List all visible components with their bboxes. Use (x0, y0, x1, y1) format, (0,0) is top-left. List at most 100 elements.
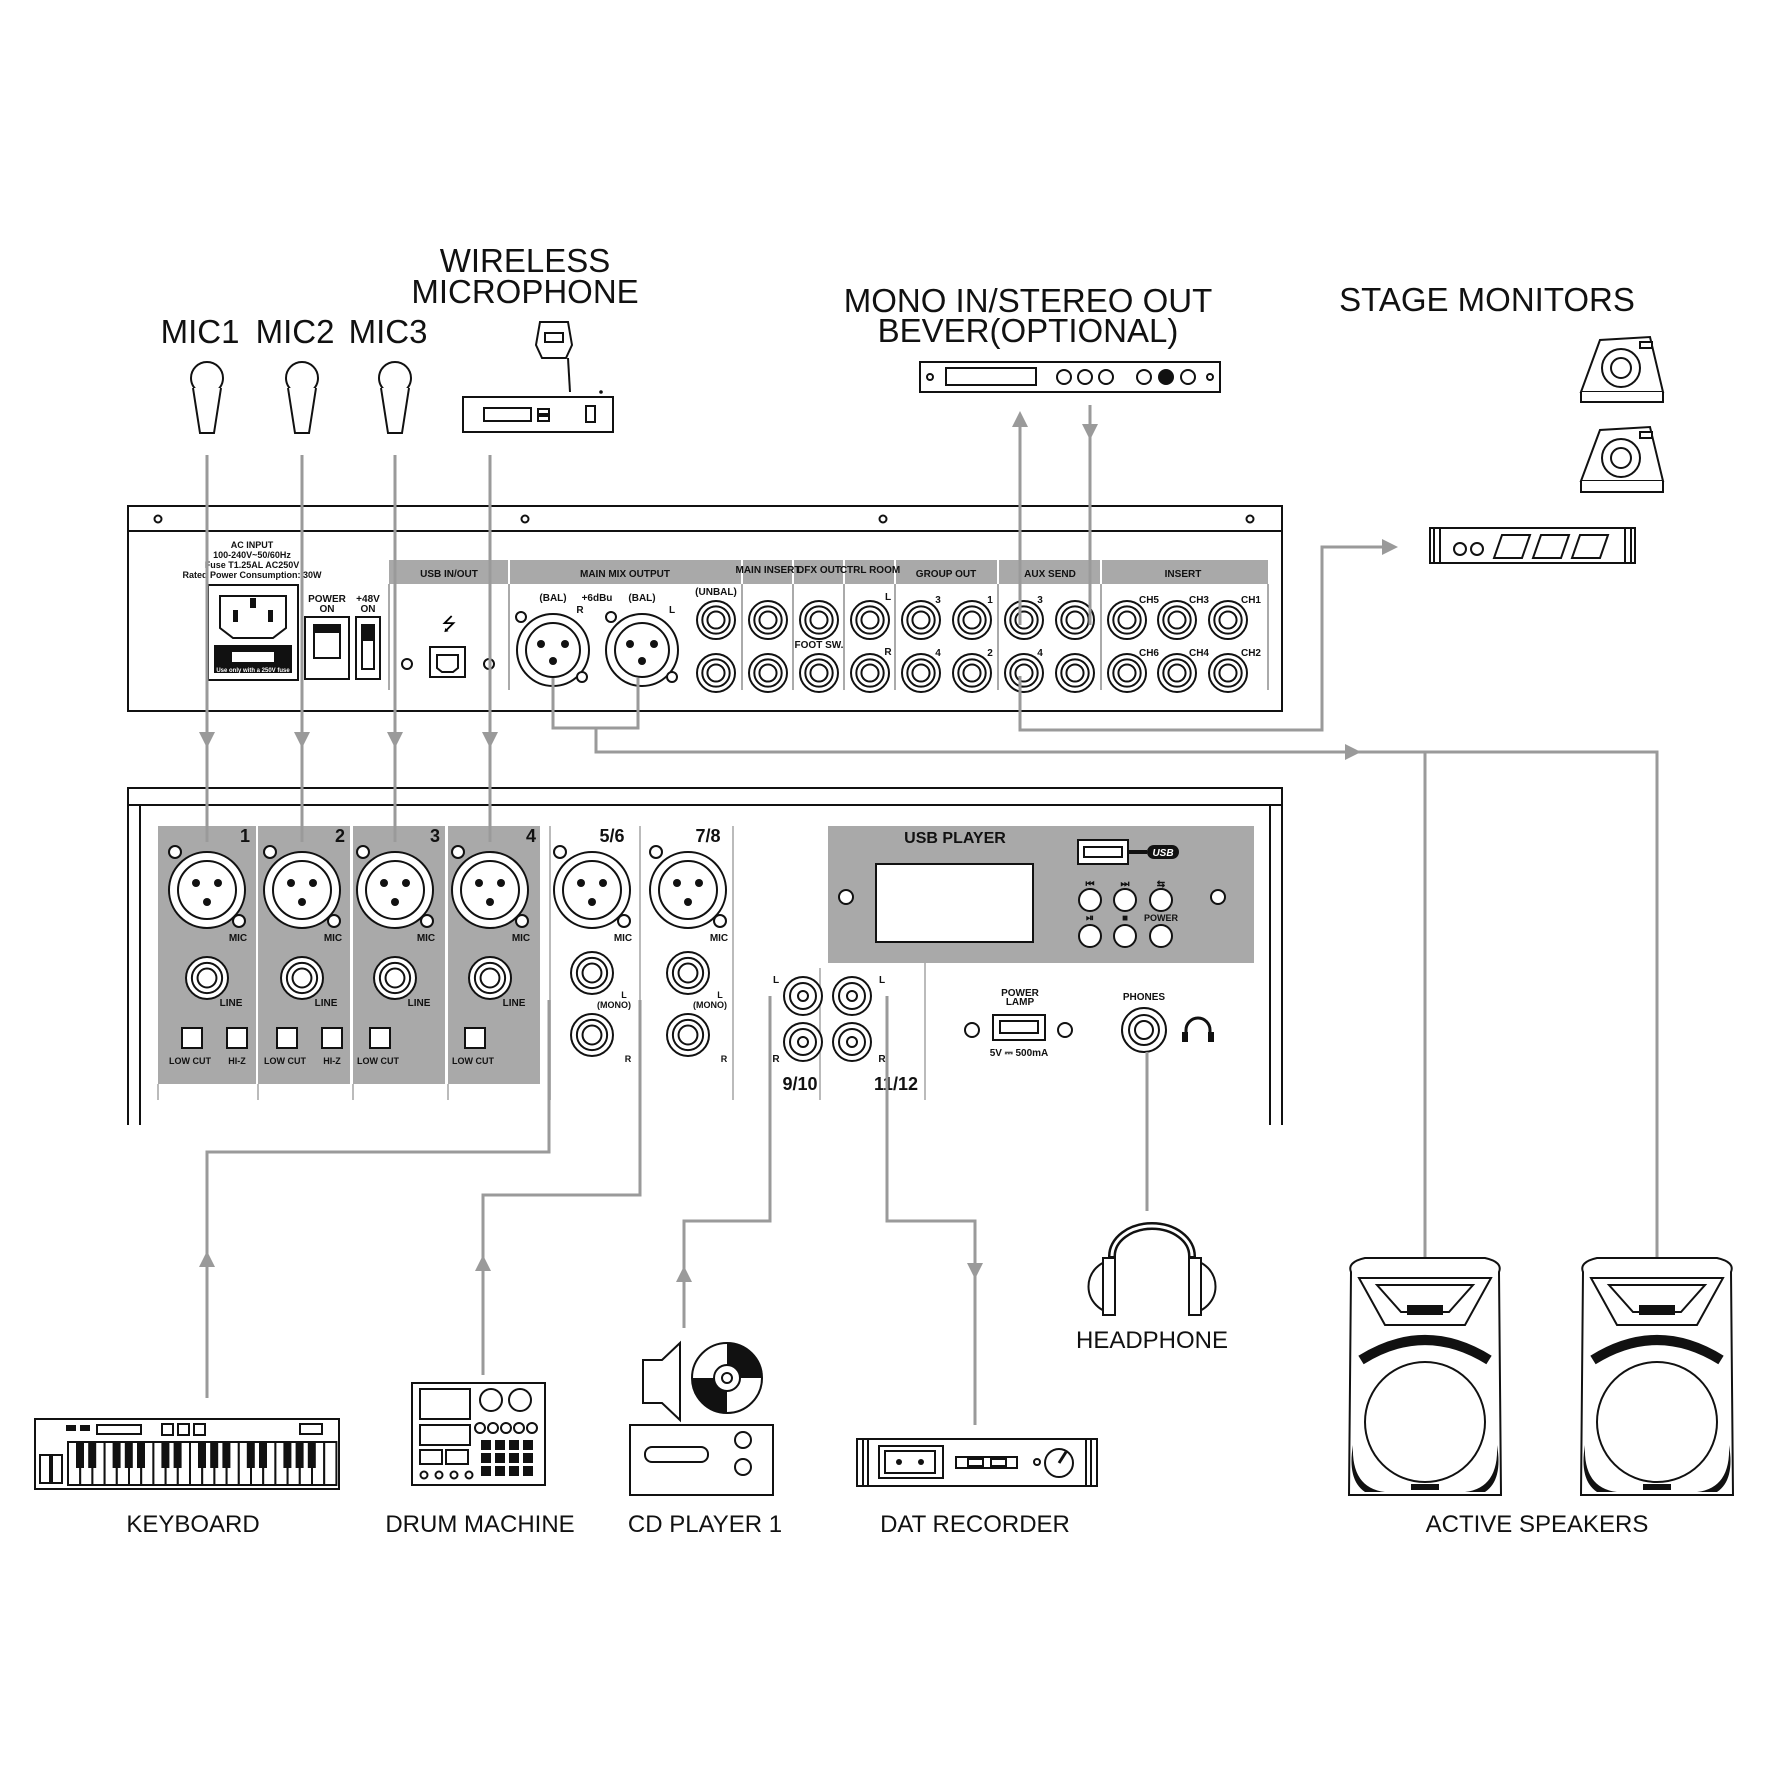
mono-label: (MONO) (693, 1000, 727, 1010)
rear-jack[interactable] (1208, 600, 1248, 640)
usb-power-button[interactable] (1149, 924, 1173, 948)
rear-jack[interactable] (1107, 600, 1147, 640)
play-pause-button[interactable] (1078, 924, 1102, 948)
rear-jack[interactable] (901, 653, 941, 693)
rca-input-10[interactable] (783, 1022, 823, 1062)
aux-send-num: 4 (1037, 648, 1043, 659)
rear-jack[interactable] (799, 600, 839, 640)
rca-group-label: 9/10 (782, 1074, 817, 1094)
rca-input-12[interactable] (832, 1022, 872, 1062)
phones-label: PHONES (1123, 992, 1166, 1003)
usb-b-port[interactable] (429, 646, 466, 678)
stereo-line-input-left[interactable] (666, 951, 710, 995)
rear-jack[interactable] (1004, 600, 1044, 640)
keyboard-icon (34, 1418, 340, 1490)
mono-label-line2: BEVER(OPTIONAL) (878, 312, 1179, 349)
rear-jack[interactable] (1055, 653, 1095, 693)
mic3-icon (378, 361, 412, 434)
rear-jack[interactable] (1004, 653, 1044, 693)
stereo-line-input-right[interactable] (570, 1013, 614, 1057)
line-input-jack[interactable] (468, 956, 512, 1000)
power-lamp-usb-port[interactable] (992, 1014, 1046, 1041)
stereo-line-input-left[interactable] (570, 951, 614, 995)
phantom-switch-label: ON (361, 604, 376, 615)
mic-label: MIC (614, 933, 632, 944)
rear-jack[interactable] (952, 600, 992, 640)
group-out-num: 4 (935, 648, 941, 659)
prev-button[interactable] (1078, 888, 1102, 912)
usb-icon: ⭍ (442, 614, 457, 634)
section-main-insert: MAIN INSERT (736, 565, 801, 576)
xlr-mic-input[interactable] (168, 851, 246, 929)
next-button[interactable] (1113, 888, 1137, 912)
low-cut-button[interactable] (181, 1027, 203, 1049)
aux-send-num: 3 (1037, 595, 1043, 606)
phones-jack[interactable] (1121, 1007, 1167, 1053)
r-label: R (721, 1054, 728, 1064)
rear-jack[interactable] (696, 600, 736, 640)
low-cut-button[interactable] (276, 1027, 298, 1049)
hi-z-button[interactable] (226, 1027, 248, 1049)
active-speaker-icon (1579, 1257, 1735, 1496)
wireless-microphone-icon (462, 321, 614, 433)
ac-power-socket[interactable]: Use only with a 250V fuse (207, 584, 299, 681)
main-out-xlr-left[interactable] (605, 613, 679, 687)
dat-recorder-label: DAT RECORDER (880, 1511, 1070, 1538)
ac-input-line: AC INPUT (231, 540, 274, 550)
rear-jack[interactable] (1107, 653, 1147, 693)
low-cut-button[interactable] (369, 1027, 391, 1049)
repeat-button[interactable] (1149, 888, 1173, 912)
power-switch[interactable] (304, 616, 350, 680)
drum-machine-icon (411, 1382, 546, 1486)
rear-jack[interactable] (1157, 600, 1197, 640)
stop-button[interactable] (1113, 924, 1137, 948)
rear-jack[interactable] (1157, 653, 1197, 693)
rear-jack[interactable] (799, 653, 839, 693)
line-input-jack[interactable] (185, 956, 229, 1000)
xlr-mic-input[interactable] (356, 851, 434, 929)
ctrl-r-label: R (884, 647, 892, 658)
insert-ch-label: CH3 (1189, 595, 1209, 606)
rear-jack[interactable] (952, 653, 992, 693)
screw (327, 914, 341, 928)
section-insert: INSERT (1165, 569, 1202, 580)
rear-jack[interactable] (850, 600, 890, 640)
main-out-xlr-right[interactable] (516, 613, 590, 687)
mic-label: MIC (710, 933, 728, 944)
xlr-mic-input[interactable] (451, 851, 529, 929)
hi-z-label: HI-Z (228, 1056, 246, 1066)
l-label: L (669, 605, 675, 616)
rear-jack[interactable] (748, 653, 788, 693)
xlr-mic-input[interactable] (263, 851, 341, 929)
usb-a-port[interactable] (1077, 839, 1129, 865)
rear-jack[interactable] (748, 600, 788, 640)
line-input-jack[interactable] (280, 956, 324, 1000)
cd-player-icon (629, 1340, 774, 1496)
rca-input-11[interactable] (832, 976, 872, 1016)
phantom-power-switch[interactable] (355, 616, 381, 680)
rear-jack[interactable] (696, 653, 736, 693)
group-out-num: 2 (987, 648, 993, 659)
stereo-line-input-right[interactable] (666, 1013, 710, 1057)
mic1-icon (190, 361, 224, 434)
power-lamp-label: POWER (1001, 988, 1040, 999)
cables (199, 405, 1659, 1425)
stage-monitors-label: STAGE MONITORS (1339, 281, 1635, 318)
xlr-mic-input[interactable] (553, 851, 631, 929)
rear-jack[interactable] (901, 600, 941, 640)
xlr-mic-input[interactable] (649, 851, 727, 929)
rear-jack[interactable] (850, 653, 890, 693)
rca-input-9[interactable] (783, 976, 823, 1016)
mic2-icon (285, 361, 319, 434)
screw (451, 845, 465, 859)
low-cut-label: LOW CUT (357, 1056, 399, 1066)
rear-jack[interactable] (1055, 600, 1095, 640)
low-cut-button[interactable] (464, 1027, 486, 1049)
line-input-jack[interactable] (373, 956, 417, 1000)
rear-jack[interactable] (1208, 653, 1248, 693)
screw (420, 914, 434, 928)
hi-z-button[interactable] (321, 1027, 343, 1049)
bal-label: (BAL) (539, 593, 566, 604)
low-cut-label: LOW CUT (452, 1056, 494, 1066)
